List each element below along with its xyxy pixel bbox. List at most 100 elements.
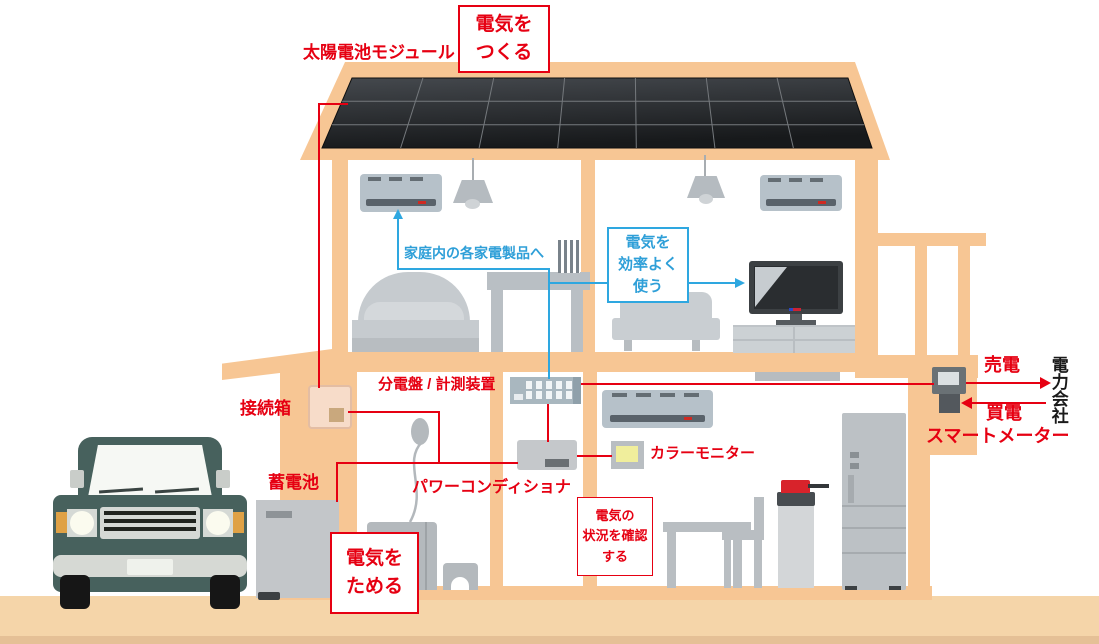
step-stool-arch xyxy=(451,577,469,590)
wire-to-conditioner xyxy=(336,462,518,464)
label-power-conditioner: パワーコンディショナ xyxy=(412,479,571,496)
bed-blanket xyxy=(364,302,464,324)
dining-table-leg-left xyxy=(667,532,676,588)
fridge-seam-3 xyxy=(842,552,906,554)
conditioner-slot xyxy=(545,459,569,467)
chair-leg-back xyxy=(754,540,762,588)
car-headlight-right xyxy=(206,511,230,535)
bed-frame xyxy=(352,338,479,352)
ac-unit-2f-right xyxy=(760,175,842,211)
bed-base xyxy=(352,320,479,340)
buy-arrowhead xyxy=(961,397,972,409)
desk-top xyxy=(487,272,590,290)
tv-board xyxy=(733,325,855,353)
fridge-handle-bar xyxy=(848,475,854,503)
balcony-post-1 xyxy=(915,246,927,357)
vacuum-handle xyxy=(411,418,429,445)
smart-meter-device xyxy=(932,367,966,394)
dining-table-top xyxy=(663,522,751,532)
pendant-shade-left xyxy=(453,180,493,203)
books-on-desk xyxy=(558,240,580,273)
wire-battery-riser xyxy=(336,462,338,502)
car-underbody xyxy=(63,577,237,592)
kitchen-counter xyxy=(778,505,814,588)
car-wheel-left xyxy=(60,575,90,609)
tv-indicator xyxy=(789,308,793,311)
car-mirror-right xyxy=(216,470,230,488)
label-buy-electricity: 買電 xyxy=(986,403,1022,423)
wire-to-board-down xyxy=(548,268,550,379)
chair-back xyxy=(754,497,764,540)
chair-leg-front xyxy=(724,540,731,588)
ac-outlet-slot xyxy=(366,199,436,206)
tv-indicator-red xyxy=(793,308,801,311)
ac-indicator xyxy=(818,201,826,204)
tv-stand-neck xyxy=(790,314,802,322)
refrigerator xyxy=(842,413,906,590)
junction-box-port xyxy=(329,408,344,422)
sofa-leg-right xyxy=(692,340,700,351)
fridge-seam-1 xyxy=(842,505,906,507)
smart-meter-lower xyxy=(939,394,960,413)
wire-panel-stub xyxy=(318,103,348,105)
monitor-screen xyxy=(616,446,638,462)
wall-right-1f xyxy=(908,372,930,595)
pendant-bulb-left xyxy=(465,199,480,209)
appliance-arrowhead xyxy=(393,209,403,219)
ac-vents xyxy=(368,177,430,181)
power-conditioner-device xyxy=(517,440,577,470)
callout-line: 使う xyxy=(632,277,663,295)
ac-vents xyxy=(768,178,830,182)
callout-create-electricity: 電気を つくる xyxy=(458,5,550,73)
sofa-seat xyxy=(612,318,720,340)
callout-line: 状況を確認 xyxy=(582,528,648,544)
pot-handle xyxy=(808,484,829,488)
wire-appliance-horizontal xyxy=(397,268,550,270)
wire-conditioner-to-monitor xyxy=(577,455,612,457)
car xyxy=(53,437,247,610)
ac-indicator xyxy=(684,417,692,420)
wire-panel-to-junction-box xyxy=(318,103,320,388)
fridge-foot-right xyxy=(889,586,901,590)
balcony-rail xyxy=(872,233,986,246)
vacuum-seam xyxy=(425,522,427,590)
label-power-company: 電力会社 xyxy=(1048,356,1068,424)
tv-board-seam-h xyxy=(733,339,855,341)
board-switch-row-1 xyxy=(526,381,572,389)
label-solar-module: 太陽電池モジュール xyxy=(303,43,455,62)
car-headlight-left xyxy=(70,511,94,535)
solar-panel xyxy=(321,77,873,149)
label-junction-box: 接続箱 xyxy=(240,399,291,418)
label-to-home-appliances: 家庭内の各家電製品へ xyxy=(404,245,544,261)
callout-store-electricity: 電気を ためる xyxy=(330,532,419,614)
car-license-plate xyxy=(127,559,173,575)
ac-unit-kitchen xyxy=(602,390,713,428)
tv-arrowhead xyxy=(735,278,745,288)
pendant-bulb-right xyxy=(699,194,713,204)
fridge-seam-2 xyxy=(842,527,906,529)
board-switch-row-2 xyxy=(526,391,572,399)
label-distribution-board: 分電盤 / 計測装置 xyxy=(378,376,496,393)
car-signal-right xyxy=(233,512,244,533)
sell-arrowhead xyxy=(1040,377,1051,389)
label-color-monitor: カラーモニター xyxy=(650,445,756,462)
roof-and-solar-panel xyxy=(300,62,890,160)
ceiling-shelf xyxy=(755,372,840,381)
board-end-cap xyxy=(573,377,581,404)
ac-outlet-slot xyxy=(610,415,705,422)
car-mirror-left xyxy=(70,470,84,488)
label-smart-meter: スマートメーター xyxy=(926,426,1070,446)
wall-center-2f xyxy=(581,158,595,354)
wire-buy-power xyxy=(972,402,1046,404)
dining-table-leg-right xyxy=(733,532,742,588)
floor-slab xyxy=(332,352,878,372)
fridge-handle-1 xyxy=(850,452,859,458)
callout-line: 電気を xyxy=(625,234,671,252)
wire-junction-to-corner xyxy=(348,411,440,413)
callout-line: ためる xyxy=(345,576,403,597)
ground-edge xyxy=(0,636,1099,644)
callout-line: する xyxy=(601,548,628,564)
ac-indicator xyxy=(418,201,426,204)
callout-line: つくる xyxy=(475,42,533,63)
pendant-cord-left xyxy=(472,158,474,182)
